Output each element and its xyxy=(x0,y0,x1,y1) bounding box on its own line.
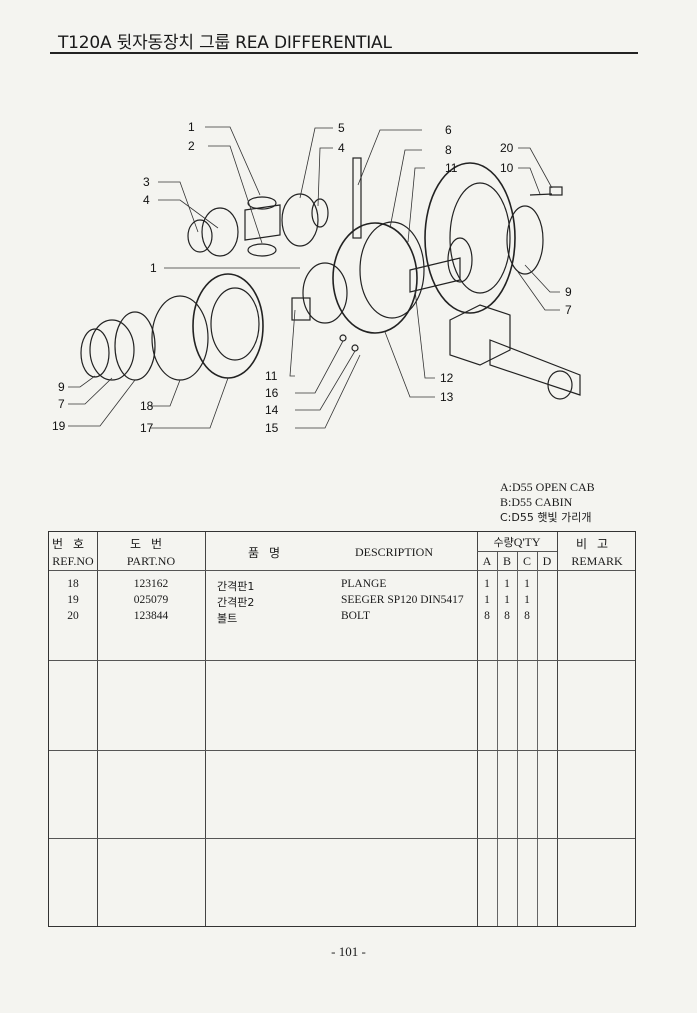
header-part-en: PART.NO xyxy=(126,554,176,568)
callout-16: 16 xyxy=(265,386,279,400)
cell-part: 123162 xyxy=(133,578,169,590)
table-row: 18 123162 간격판1 PLANGE 1 1 1 xyxy=(49,578,635,594)
cell-qty-a: 8 xyxy=(484,610,490,622)
callout-17: 17 xyxy=(140,421,154,435)
callout-11a: 11 xyxy=(445,161,458,175)
cell-desc: SEEGER SP120 DIN5417 xyxy=(341,594,464,606)
cell-ref: 18 xyxy=(67,578,79,590)
header-part-ko: 도번 xyxy=(129,537,173,551)
header-qty: 수량Q'TY xyxy=(477,534,557,550)
note-line: C:D55 햇빛 가리개 xyxy=(500,511,592,524)
header-ref-en: REF.NO xyxy=(52,554,94,568)
cell-qty-c: 1 xyxy=(524,578,530,590)
callout-4b: 4 xyxy=(338,141,345,155)
table-row: 20 123844 볼트 BOLT 8 8 8 xyxy=(49,610,635,626)
callout-1b: 1 xyxy=(150,261,157,275)
exploded-diagram: 1 2 3 4 1 5 4 6 8 11 20 10 9 7 9 7 19 18… xyxy=(40,110,640,460)
cell-qty-b: 8 xyxy=(504,610,510,622)
cell-name-ko: 볼트 xyxy=(217,612,238,625)
note-line: B:D55 CABIN xyxy=(500,495,573,509)
header-qty-a: A xyxy=(482,554,492,568)
cell-qty-a: 1 xyxy=(484,578,490,590)
header-name-ko: 품명 xyxy=(247,546,291,560)
cell-name-ko: 간격판2 xyxy=(217,596,255,609)
callout-2: 2 xyxy=(188,139,195,153)
parts-table: 번호 REF.NO 도번 PART.NO 품명 DESCRIPTION 수량Q'… xyxy=(48,531,636,927)
seal-9-shape xyxy=(80,328,110,378)
cell-qty-b: 1 xyxy=(504,578,510,590)
callout-6: 6 xyxy=(445,123,452,137)
callout-11b: 11 xyxy=(265,369,278,383)
callout-5: 5 xyxy=(338,121,345,135)
callout-9b: 9 xyxy=(58,380,65,394)
header-qty-d: D xyxy=(542,554,552,568)
cell-qty-c: 8 xyxy=(524,610,530,622)
header-qty-ko: 수량 xyxy=(493,536,514,549)
table-row: 19 025079 간격판2 SEEGER SP120 DIN5417 1 1 … xyxy=(49,594,635,610)
cell-part: 025079 xyxy=(133,594,169,606)
callout-3: 3 xyxy=(143,175,150,189)
callout-13: 13 xyxy=(440,390,454,404)
cell-desc: BOLT xyxy=(341,610,370,622)
header-description: DESCRIPTION xyxy=(354,545,433,559)
shim-18-shape xyxy=(151,295,209,381)
snap-ring-19-shape xyxy=(114,311,156,381)
ring-7-shape xyxy=(89,319,135,381)
callout-15: 15 xyxy=(265,421,279,435)
cell-qty-c: 1 xyxy=(524,594,530,606)
cell-part: 123844 xyxy=(133,610,169,622)
callout-20: 20 xyxy=(500,141,514,155)
header-remark-en: REMARK xyxy=(571,554,623,568)
callout-4a: 4 xyxy=(143,193,150,207)
cell-name-ko: 간격판1 xyxy=(217,580,255,593)
callout-14: 14 xyxy=(265,403,279,417)
callout-1a: 1 xyxy=(188,120,195,134)
callout-19: 19 xyxy=(52,419,66,433)
cell-ref: 19 xyxy=(67,594,79,606)
cell-qty-a: 1 xyxy=(484,594,490,606)
title-rule xyxy=(50,52,638,54)
callout-7a: 7 xyxy=(565,303,572,317)
callout-12: 12 xyxy=(440,371,454,385)
cell-ref: 20 xyxy=(67,610,79,622)
callout-9a: 9 xyxy=(565,285,572,299)
page-number: - 101 - xyxy=(331,944,366,959)
cell-desc: PLANGE xyxy=(341,578,387,590)
header-qty-b: B xyxy=(502,554,511,568)
callout-8: 8 xyxy=(445,143,452,157)
header-qty-en: Q'TY xyxy=(513,535,541,549)
callout-7b: 7 xyxy=(58,397,65,411)
cell-qty-b: 1 xyxy=(504,594,510,606)
variant-notes: A:D55 OPEN CAB B:D55 CABIN C:D55 햇빛 가리개 xyxy=(500,480,595,525)
diagram-svg: 1 2 3 4 1 5 4 6 8 11 20 10 9 7 9 7 19 18… xyxy=(52,120,581,435)
callout-10: 10 xyxy=(500,161,514,175)
note-line: A:D55 OPEN CAB xyxy=(500,480,595,494)
callout-18: 18 xyxy=(140,399,154,413)
header-qty-c: C xyxy=(522,554,531,568)
header-remark-ko: 비고 xyxy=(575,537,619,551)
page-title: T120A 뒷자동장치 그룹 REA DIFFERENTIAL xyxy=(58,33,392,53)
header-ref-ko: 번호 xyxy=(51,537,95,551)
